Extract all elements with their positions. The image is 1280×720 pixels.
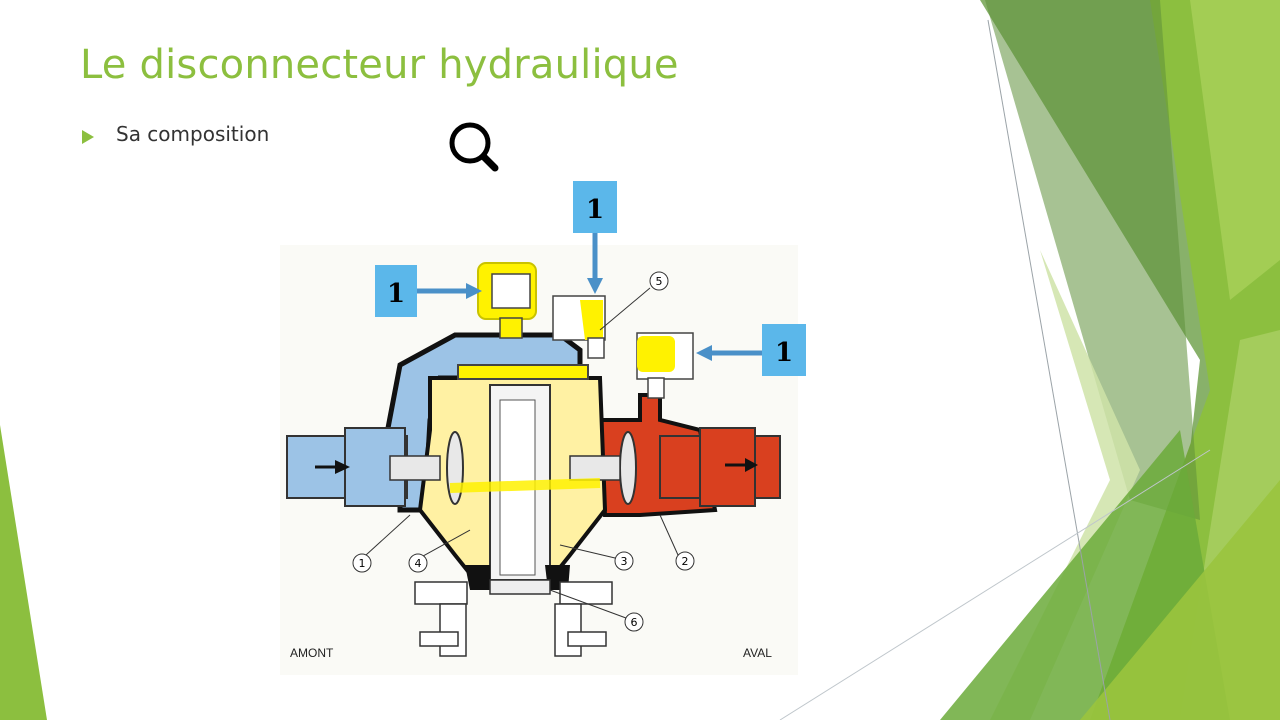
part-label-6: 6 xyxy=(549,589,644,632)
part-label-2: 2 xyxy=(659,514,695,571)
membrane xyxy=(457,364,589,380)
right-valve-disc xyxy=(619,431,637,505)
mounting-foot-right xyxy=(554,581,613,657)
part-label-5: 5 xyxy=(599,271,669,331)
svg-text:5: 5 xyxy=(656,275,663,288)
deco-facet-7 xyxy=(1080,480,1280,720)
svg-text:1: 1 xyxy=(359,557,366,570)
upstream-label: AMONT xyxy=(290,646,334,660)
drain-seal-left xyxy=(465,565,490,590)
callout-number: 1 xyxy=(586,195,604,225)
left-valve-disc xyxy=(446,431,464,505)
flow-arrow-out xyxy=(725,458,758,472)
callout-box-top: 1 xyxy=(573,181,617,294)
downstream-label: AVAL xyxy=(743,646,772,660)
test-valve-right xyxy=(636,332,694,399)
callout-number: 1 xyxy=(387,279,405,309)
svg-text:4: 4 xyxy=(415,557,422,570)
svg-text:6: 6 xyxy=(631,616,638,629)
deco-thin-line-1 xyxy=(987,19,1111,720)
part-label-1: 1 xyxy=(352,514,411,573)
drain-outlet xyxy=(489,579,551,595)
flow-arrow-in xyxy=(315,460,350,474)
svg-text:2: 2 xyxy=(682,555,689,568)
deco-facet-3 xyxy=(985,0,1200,520)
deco-facet-left xyxy=(0,425,47,720)
deco-thin-line-2 xyxy=(779,449,1211,720)
callout-box-left: 1 xyxy=(375,265,482,317)
mounting-foot-left xyxy=(414,581,468,657)
triangle-bullet-icon xyxy=(82,130,94,144)
magnifier-icon xyxy=(449,122,499,172)
callout-number: 1 xyxy=(775,338,793,368)
deco-facet-8 xyxy=(1190,0,1280,300)
test-valve-top xyxy=(477,262,537,339)
slide-title: Le disconnecteur hydraulique xyxy=(80,42,679,88)
part-label-3: 3 xyxy=(559,544,634,571)
highlight-stripe xyxy=(449,478,601,493)
test-valve-middle xyxy=(552,295,606,359)
part-label-4: 4 xyxy=(408,529,471,573)
svg-text:3: 3 xyxy=(621,555,628,568)
callout-box-right: 1 xyxy=(696,324,806,376)
bullet-text: Sa composition xyxy=(116,122,270,146)
